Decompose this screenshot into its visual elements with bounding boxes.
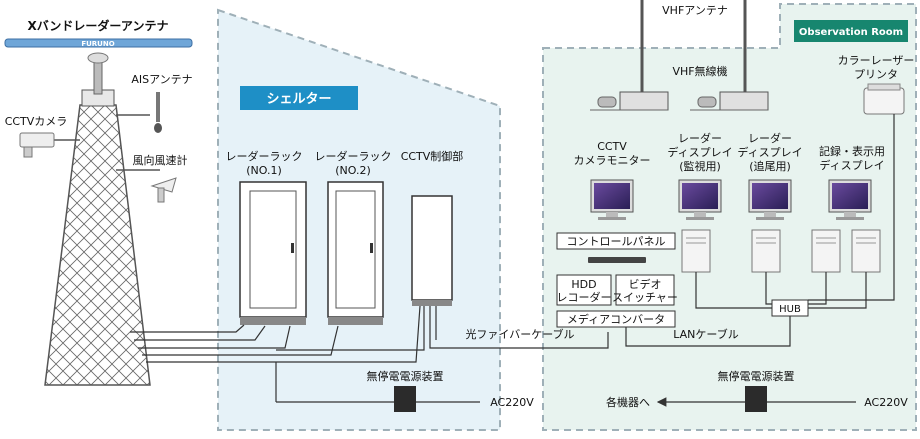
cctv-control-cabinet (411, 195, 453, 306)
ups-left (275, 386, 480, 412)
x-band-radar-antenna: FURUNO (4, 38, 193, 48)
lan-network-lines (625, 114, 895, 347)
hdd-label-line2: レコーダー (557, 290, 612, 304)
ais-antenna-label: AISアンテナ (131, 73, 192, 86)
x-band-antenna-label: Xバンドレーダーアンテナ (28, 18, 169, 33)
pc-tower-4 (851, 229, 881, 273)
control-panel-label: コントロールパネル (567, 235, 666, 248)
vhf-radio-2 (690, 91, 769, 111)
ups-right (745, 386, 767, 412)
printer-label-line2: プリンタ (854, 68, 898, 81)
shelter-title-badge: シェルター (240, 86, 358, 110)
record-display-monitor (828, 179, 872, 220)
pc-tower-2 (751, 229, 781, 273)
hub-box: HUB (771, 299, 809, 317)
cctv-camera-label: CCTVカメラ (5, 115, 68, 128)
radar-track-label-line3: (追尾用) (749, 159, 791, 173)
radar-watch-monitor (678, 179, 722, 220)
radar-rack-1 (239, 181, 307, 325)
hdd-label-line1: HDD (571, 278, 596, 291)
vhf-radio-1 (590, 91, 669, 111)
vhf-antenna-label: VHFアンテナ (662, 4, 728, 17)
fiber-cable-label: 光ファイバーケーブル (465, 327, 574, 341)
printer-label-line1: カラーレーザー (838, 54, 915, 67)
ups-right-label: 無停電電源装置 (718, 369, 795, 383)
pc-tower-3 (811, 229, 841, 273)
radar-watch-label-line3: (監視用) (679, 159, 721, 173)
hub-label: HUB (779, 304, 801, 315)
pc-tower-1 (681, 229, 711, 273)
rack1-label-line1: レーダーラック (226, 149, 303, 163)
radar-track-label-line2: ディスプレイ (737, 145, 802, 159)
rack2-label-line1: レーダーラック (315, 149, 392, 163)
control-panel-device (588, 257, 646, 263)
lan-cable-label: LANケーブル (673, 327, 738, 341)
observation-title: Observation Room (799, 27, 903, 38)
shelter-title: シェルター (266, 92, 331, 107)
cctv-monitor-label-line1: CCTV (597, 140, 627, 153)
shelter-internal-cables (275, 306, 609, 395)
anemometer (150, 177, 177, 203)
video-switcher-box: ビデオ スイッチャー (612, 274, 678, 306)
antenna-brand: FURUNO (81, 40, 114, 48)
cctv-monitor-label-line2: カメラモニター (574, 154, 651, 167)
radar-watch-label-line2: ディスプレイ (667, 145, 732, 159)
cctv-control-label: CCTV制御部 (401, 149, 464, 163)
observation-title-badge: Observation Room (794, 20, 908, 42)
ups-left-label: 無停電電源装置 (367, 369, 444, 383)
tower-to-shelter-cables (130, 305, 421, 363)
video-label-line1: ビデオ (629, 277, 662, 291)
record-display-label-line2: ディスプレイ (819, 158, 884, 172)
radar-rack-2 (327, 181, 384, 325)
cctv-camera (19, 132, 55, 158)
rack1-label-line2: (NO.1) (246, 164, 282, 177)
radar-mast (44, 52, 160, 386)
media-converter-box: メディアコンバータ (556, 310, 676, 328)
media-converter-label: メディアコンバータ (567, 312, 665, 326)
radar-track-monitor (748, 179, 792, 220)
to-devices-label: 各機器へ (606, 395, 650, 409)
hdd-recorder-box: HDD レコーダー (556, 274, 612, 306)
ac-left-label: AC220V (490, 396, 534, 409)
color-laser-printer (863, 83, 905, 115)
rack2-label-line2: (NO.2) (335, 164, 371, 177)
radar-watch-label-line1: レーダー (678, 131, 722, 145)
anemometer-label: 風向風速計 (133, 153, 188, 167)
ais-antenna (154, 92, 162, 133)
control-panel-box: コントロールパネル (556, 232, 676, 250)
cctv-monitor (590, 179, 634, 220)
vhf-radio-label: VHF無線機 (672, 64, 727, 78)
radar-track-label-line1: レーダー (748, 131, 792, 145)
ac-right-label: AC220V (864, 396, 908, 409)
record-display-label-line1: 記録・表示用 (819, 144, 885, 158)
video-label-line2: スイッチャー (612, 291, 678, 304)
